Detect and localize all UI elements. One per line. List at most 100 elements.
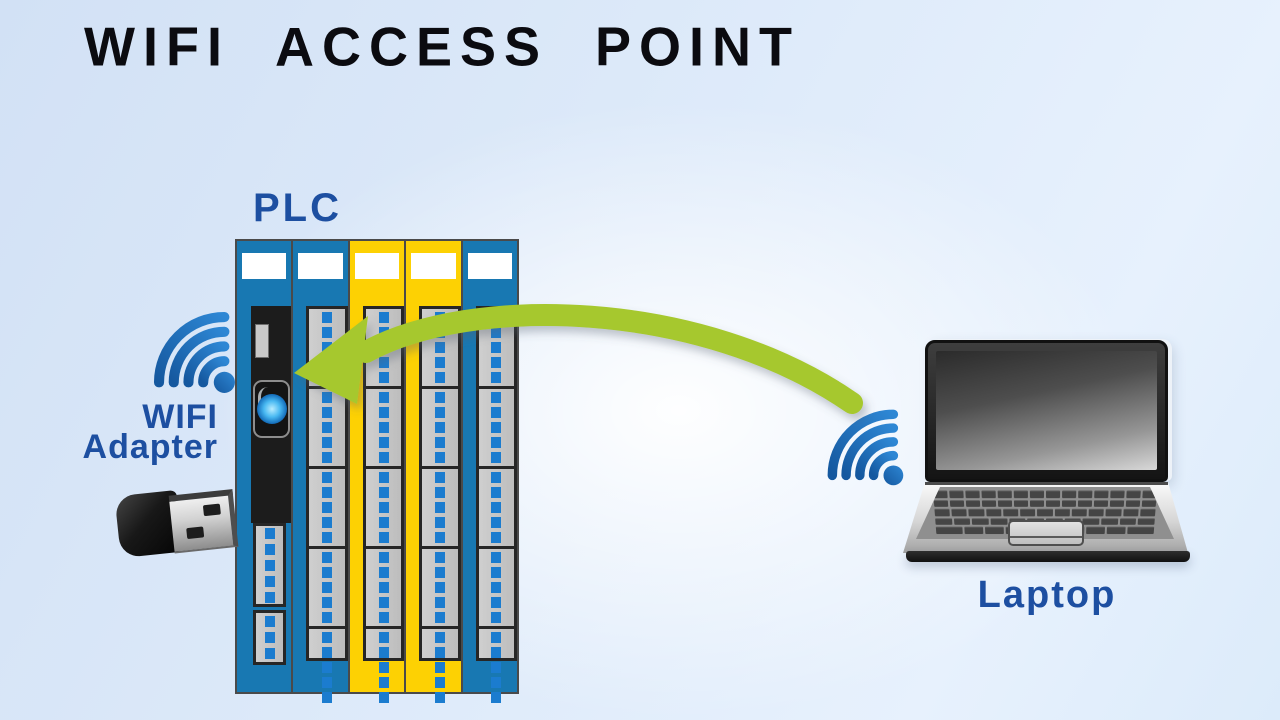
keyboard-key [1119,518,1137,526]
keyboard-key [997,499,1013,508]
terminal-pin [264,616,275,627]
keyboard-key [1141,499,1157,508]
terminal-pin [434,517,445,528]
wifi-adapter-label: WIFI Adapter [24,400,218,466]
keyboard-key [1139,508,1156,517]
keyboard-key [1078,490,1093,498]
keyboard-key [935,526,963,535]
terminal-pin [434,342,445,353]
keyboard-key [933,499,949,508]
terminal-pin [264,575,275,587]
terminal-pin [378,422,389,433]
terminal-pin [434,662,445,673]
keyboard-key [1125,499,1141,508]
keyboard-key [965,490,980,498]
terminal-pin [434,502,445,513]
terminal-pin [491,647,502,658]
terminal-pin [491,612,502,623]
laptop-base [906,551,1190,562]
keyboard-key [1020,508,1036,517]
terminal-pin [378,452,389,463]
keyboard-row [916,499,1174,508]
module-label-window [354,253,400,279]
terminal-pin [378,357,389,368]
wifi-signal-icon-plc [153,311,235,393]
terminal-section [478,469,515,549]
terminal-pin [434,372,445,383]
keyboard-key [1126,490,1141,498]
keyboard-key [968,508,985,517]
terminal-pin [378,372,389,383]
terminal-pin [491,372,502,383]
plc-label: PLC [253,186,342,230]
terminal-pin [378,632,389,643]
terminal-section [478,389,515,469]
terminal-pin [491,392,502,403]
terminal-pin [378,312,389,323]
keyboard-key [1082,518,1100,526]
terminal-section [422,549,458,629]
keyboard-key [1062,490,1077,498]
terminal-pin [434,422,445,433]
terminal-pin [264,591,275,603]
terminal-pin [434,472,445,483]
terminal-pin [491,692,502,703]
terminal-section [365,389,402,469]
terminal-pin [434,392,445,403]
terminal-pin [378,567,389,578]
plc-module-4 [406,241,461,703]
plc-module-1 [237,241,292,692]
terminal-pin [491,327,502,338]
terminal-pin [491,532,502,543]
keyboard-key [972,518,989,526]
terminal-pin [264,559,275,571]
laptop-screen-bezel [925,340,1168,482]
keyboard-key [1137,518,1155,526]
terminal-pin [378,517,389,528]
terminal-pin [322,407,333,418]
terminal-pin [434,452,445,463]
keyboard-key [1029,490,1044,498]
keyboard-key [1101,518,1118,526]
usb-connector-hole [202,503,221,517]
terminal-pin [322,662,333,673]
terminal-pin [434,632,445,643]
keyboard-key [997,490,1012,498]
keyboard-key [953,518,971,526]
usb-adapter-plugged-icon [253,380,290,438]
usb-wifi-adapter-photo [108,475,249,578]
keyboard-key [1127,526,1155,535]
keyboard-key [1105,508,1122,517]
terminal-pin [322,312,333,323]
terminal-section [422,629,457,706]
terminal-section [478,549,515,629]
wifi-adapter-label-line2: Adapter [82,428,218,466]
terminal-pin [491,452,502,463]
module-label-window [242,253,287,279]
keyboard-key [1013,499,1029,508]
terminal-pin [491,632,502,643]
terminal-section [366,629,401,706]
keyboard-key [990,518,1008,526]
keyboard-key [1061,499,1077,508]
terminal-pin [491,437,502,448]
terminal-pin [491,342,502,353]
keyboard-key [1094,490,1109,498]
terminal-pin [378,582,389,593]
keyboard-key [949,499,965,508]
plc-module-3 [349,241,405,703]
keyboard-key [1086,526,1106,535]
keyboard-key [934,508,951,517]
terminal-section [422,389,458,469]
terminal-pin [322,472,333,483]
terminal-pin [491,597,502,608]
terminal-pin [491,582,502,593]
terminal-pin [378,532,389,543]
keyboard-key [951,508,968,517]
terminal-section [309,549,345,629]
terminal-pin [322,452,333,463]
terminal-pin [378,472,389,483]
terminal-pin [491,487,502,498]
keyboard-key [964,526,984,535]
terminal-section [309,389,345,469]
